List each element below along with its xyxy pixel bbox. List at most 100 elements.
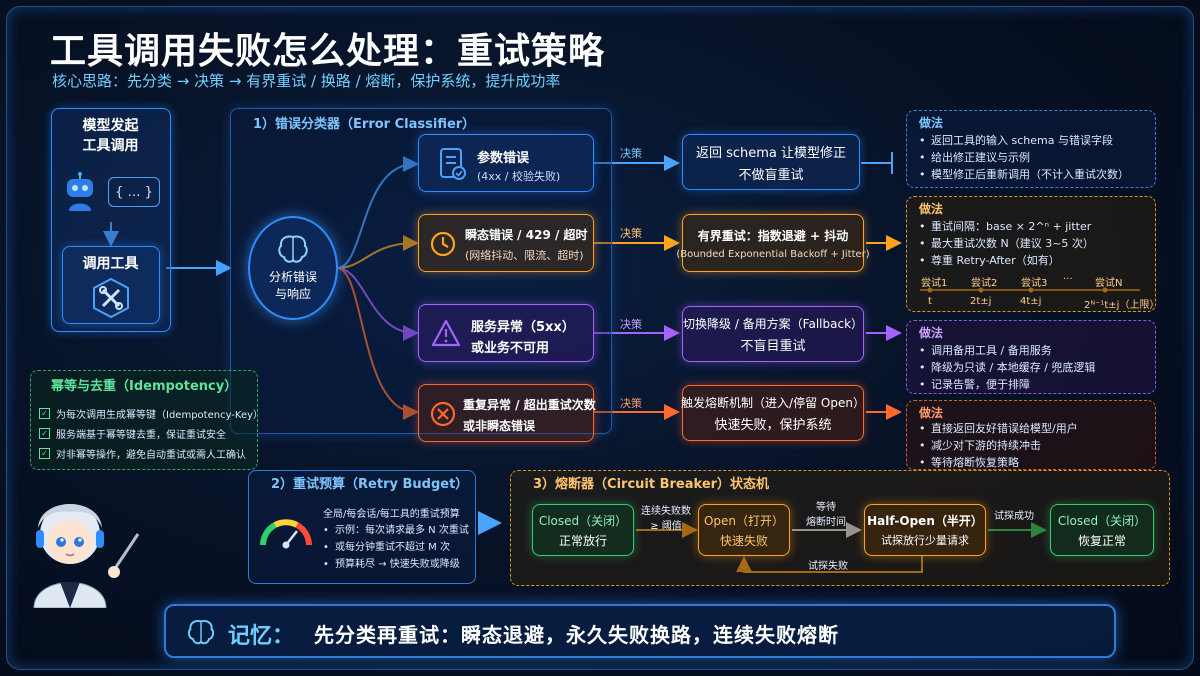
- branch-param-error: [336, 156, 419, 269]
- budget-list: 示例：每次请求最多 N 次重试 或每分钟重试不超过 M 次 预算耗尽 → 快速失…: [323, 522, 469, 573]
- state-open-desc: 快速失败: [719, 533, 768, 548]
- decision-label-4: 决策: [620, 397, 642, 410]
- state-closed-name: Closed（关闭）: [538, 513, 628, 528]
- practice-3-title: 做法: [919, 326, 944, 340]
- decision-1-line1: 返回 schema 让模型修正: [695, 145, 847, 161]
- brain-label-1: 分析错误: [268, 270, 317, 284]
- error-title-param: 参数错误: [477, 151, 530, 166]
- circuit-breaker-panel: 3）熔断器（Circuit Breaker）状态机: [510, 470, 1170, 586]
- error-sub-service: 或业务不可用: [471, 341, 550, 356]
- practice-3-list: 调用备用工具 / 备用服务 降级为只读 / 本地缓存 / 兜底逻辑 记录告警，便…: [919, 342, 1095, 393]
- edge-label-fail-threshold: 连续失败数 ≥ 阈值: [641, 506, 691, 532]
- decision-box-breaker: 触发熔断机制（进入/停留 Open） 快速失败，保护系统: [681, 385, 865, 441]
- error-title-repeat: 重复异常 / 超出重试次数: [463, 398, 596, 412]
- timeline-time-2: 2t±j: [970, 296, 992, 307]
- decision-2-line1: 有界重试：指数退避 + 抖动: [697, 228, 849, 243]
- practice-3-item: 降级为只读 / 本地缓存 / 兜底逻辑: [919, 359, 1095, 376]
- practice-2-item: 重试间隔：base × 2^ⁿ + jitter: [919, 218, 1094, 235]
- checkbox-checked-icon: ✓: [39, 447, 50, 459]
- memory-banner: 记忆： 先分类再重试：瞬态退避，永久失败换路，连续失败熔断: [164, 604, 1116, 658]
- state-recovered-desc: 恢复正常: [1077, 533, 1126, 548]
- timeline-time-1: t: [928, 296, 932, 307]
- practice-box-4: 做法 直接返回友好错误给模型/用户 减少对下游的持续冲击 等待熔断恢复策略: [906, 400, 1156, 471]
- timeline-time-n: 2ᴺ⁻¹t±j（上限）: [1084, 300, 1160, 311]
- timeline-try-ellipsis: ···: [1063, 274, 1073, 285]
- edge-label-wait: 等待 熔断时间: [806, 502, 846, 528]
- state-open: Open（打开） 快速失败: [698, 504, 790, 556]
- idempotency-item: ✓ 对非幂等操作，避免自动重试或需人工确认: [39, 443, 263, 463]
- decision-1-line2: 不做盲重试: [738, 167, 804, 183]
- classifier-brain-node: 分析错误 与响应: [248, 216, 338, 320]
- timeline-time-3: 4t±j: [1020, 296, 1042, 307]
- mascot-illustration: [10, 478, 150, 609]
- start-title-line1: 模型发起: [82, 118, 139, 134]
- decision-label-2: 决策: [620, 227, 642, 240]
- practice-1-item: 给出修正建议与示例: [919, 149, 1129, 166]
- idempotency-panel: 幂等与去重（Idempotency） ✓ 为每次调用生成幂等键（Idempote…: [30, 370, 263, 470]
- decision-label-1: 决策: [620, 147, 642, 160]
- brain-icon: [276, 234, 310, 268]
- edge-label-probe-fail: 试探失败: [808, 561, 848, 572]
- state-closed-recovered: Closed（关闭） 恢复正常: [1050, 504, 1154, 556]
- page-subtitle: 核心思路：先分类 → 决策 → 有界重试 / 换路 / 熔断，保护系统，提升成功…: [52, 72, 561, 90]
- practice-4-title: 做法: [919, 406, 944, 420]
- idempotency-title: 幂等与去重（Idempotency）: [51, 379, 238, 394]
- practice-4-item: 减少对下游的持续冲击: [919, 437, 1078, 454]
- timeline-try-n: 尝试N: [1095, 278, 1123, 289]
- practice-4-item: 直接返回友好错误给模型/用户: [919, 420, 1078, 437]
- idempotency-item: ✓ 为每次调用生成幂等键（Idempotency-Key）: [39, 403, 263, 423]
- decision-label-3: 决策: [620, 318, 642, 331]
- robot-icon: [62, 171, 98, 215]
- invoke-tool-box: 调用工具: [62, 246, 160, 324]
- practice-1-title: 做法: [919, 116, 944, 130]
- memory-text: 先分类再重试：瞬态退避，永久失败换路，连续失败熔断: [314, 623, 839, 647]
- decision-box-schema: 返回 schema 让模型修正 不做盲重试: [682, 134, 860, 190]
- breaker-title: 3）熔断器（Circuit Breaker）状态机: [533, 477, 770, 492]
- practice-2-list: 重试间隔：base × 2^ⁿ + jitter 最大重试次数 N（建议 3~5…: [919, 218, 1094, 269]
- decision-3-line1: 切换降级 / 备用方案（Fallback）: [683, 316, 864, 331]
- error-box-transient: 瞬态错误 / 429 / 超时 (网络抖动、限流、超时): [418, 214, 594, 272]
- state-halfopen-desc: 试探放行少量请求: [881, 534, 969, 547]
- decision-box-fallback: 切换降级 / 备用方案（Fallback） 不盲目重试: [682, 306, 864, 362]
- practice-3-item: 调用备用工具 / 备用服务: [919, 342, 1095, 359]
- invoke-tool-label: 调用工具: [82, 256, 139, 272]
- branch-service-error: [336, 267, 419, 341]
- gauge-icon: [257, 505, 315, 553]
- practice-4-list: 直接返回友好错误给模型/用户 减少对下游的持续冲击 等待熔断恢复策略: [919, 420, 1078, 471]
- error-sub-repeat: 或非瞬态错误: [463, 419, 536, 433]
- checkbox-checked-icon: ✓: [39, 427, 50, 439]
- call-code-bubble: { … }: [108, 177, 160, 207]
- warning-icon: [431, 319, 461, 347]
- state-closed: Closed（关闭） 正常放行: [532, 504, 634, 556]
- practice-2-item: 尊重 Retry-After（如有）: [919, 252, 1094, 269]
- state-half-open: Half-Open（半开） 试探放行少量请求: [864, 504, 986, 556]
- budget-title: 2）重试预算（Retry Budget）: [271, 477, 469, 492]
- state-recovered-name: Closed（关闭）: [1057, 513, 1147, 528]
- classifier-title: 1）错误分类器（Error Classifier）: [253, 117, 476, 132]
- timeline-try-3: 尝试3: [1021, 278, 1048, 289]
- practice-box-2: 做法 重试间隔：base × 2^ⁿ + jitter 最大重试次数 N（建议 …: [906, 196, 1160, 312]
- idempotency-list: ✓ 为每次调用生成幂等键（Idempotency-Key） ✓ 服务端基于幂等键…: [39, 403, 263, 463]
- decision-2-line2: (Bounded Exponential Backoff + Jitter): [676, 248, 870, 260]
- practice-1-item: 模型修正后重新调用（不计入重试次数）: [919, 166, 1129, 183]
- timeline-try-2: 尝试2: [971, 278, 998, 289]
- memory-label: 记忆：: [228, 624, 295, 649]
- practice-2-item: 最大重试次数 N（建议 3~5 次）: [919, 235, 1094, 252]
- page-title: 工具调用失败怎么处理：重试策略: [50, 31, 606, 72]
- practice-box-3: 做法 调用备用工具 / 备用服务 降级为只读 / 本地缓存 / 兜底逻辑 记录告…: [906, 320, 1156, 394]
- practice-4-item: 等待熔断恢复策略: [919, 454, 1078, 471]
- error-sub-param: (4xx / 校验失败): [477, 170, 561, 183]
- state-halfopen-name: Half-Open（半开）: [867, 514, 983, 528]
- outer-frame: [6, 6, 1194, 670]
- decision-3-line2: 不盲目重试: [740, 338, 806, 354]
- error-x-icon: [429, 400, 457, 428]
- state-closed-desc: 正常放行: [558, 533, 607, 548]
- branch-transient-error: [336, 235, 419, 269]
- clock-icon: [429, 230, 457, 258]
- practice-1-list: 返回工具的输入 schema 与错误字段 给出修正建议与示例 模型修正后重新调用…: [919, 132, 1129, 183]
- brain-label-2: 与响应: [274, 287, 311, 301]
- budget-item: 示例：每次请求最多 N 次重试: [323, 522, 469, 539]
- tools-hexagon-icon: [90, 277, 132, 319]
- decision-4-line2: 快速失败，保护系统: [714, 417, 832, 433]
